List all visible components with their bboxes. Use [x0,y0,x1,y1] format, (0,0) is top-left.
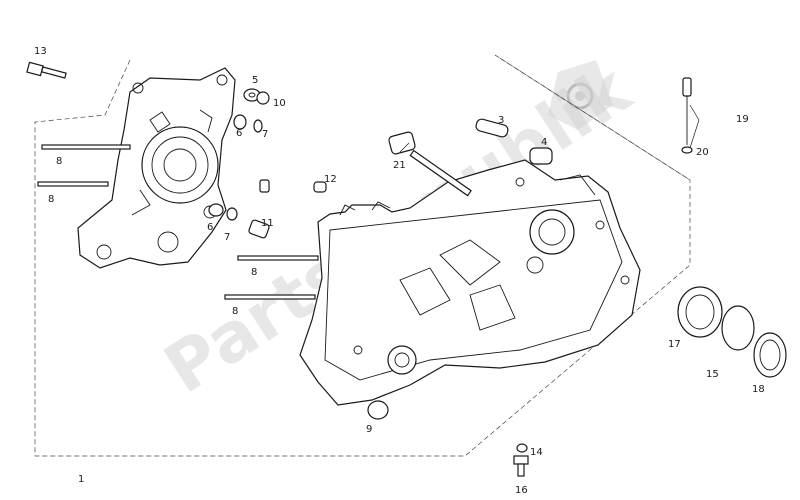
bush-11 [248,219,270,239]
bush-3 [475,118,509,138]
shaft-21 [388,131,472,197]
callout-6b: 6 [207,222,213,233]
callout-11: 11 [261,218,274,229]
leader-lines [399,104,700,153]
ring-10 [256,91,270,105]
callout-4: 4 [541,137,547,148]
bush-9 [367,400,389,420]
circlip-15 [721,305,755,351]
stud-upper-right [237,255,319,261]
dipstick-19 [681,77,693,154]
callout-17: 17 [668,339,681,350]
bolt-13 [26,61,67,79]
callout-20: 20 [696,147,709,158]
bolt-16 [513,455,529,477]
callouts: 13 5 10 6 7 8 8 12 6 7 11 8 8 3 4 21 19 … [34,46,765,496]
stud-lower-left [37,181,109,187]
callout-18: 18 [752,384,765,395]
stud-lower-right [224,294,316,300]
callout-9: 9 [366,424,372,435]
callout-1: 1 [78,474,84,485]
callout-14: 14 [530,447,543,458]
callout-8c: 8 [251,267,257,278]
washer-14 [516,443,528,453]
right-crankcase [299,159,641,406]
bush-12 [313,181,327,193]
stud-upper-left [41,144,131,150]
callout-13: 13 [34,46,47,57]
callout-10: 10 [273,98,286,109]
callout-21: 21 [393,160,406,171]
callout-15: 15 [706,369,719,380]
callout-19: 19 [736,114,749,125]
oring-7a [253,119,263,133]
bearing-17 [677,286,723,338]
seal-18 [753,332,787,378]
callout-8d: 8 [232,306,238,317]
callout-7a: 7 [262,129,268,140]
assembly-outline [34,54,691,457]
left-crankcase-cover [77,67,236,269]
callout-16: 16 [515,485,528,496]
callout-5: 5 [252,75,258,86]
oring-7b [226,207,238,221]
dowel-6a [233,114,247,130]
gear-icon [548,60,613,130]
callout-3: 3 [498,115,504,126]
callout-8b: 8 [48,194,54,205]
dowel-small [259,179,270,193]
callout-12: 12 [324,174,337,185]
bush-4 [529,147,553,165]
callout-7b: 7 [224,232,230,243]
callout-6a: 6 [236,128,242,139]
dowel-6b [208,203,224,217]
callout-8a: 8 [56,156,62,167]
stud-bolts [37,144,319,300]
